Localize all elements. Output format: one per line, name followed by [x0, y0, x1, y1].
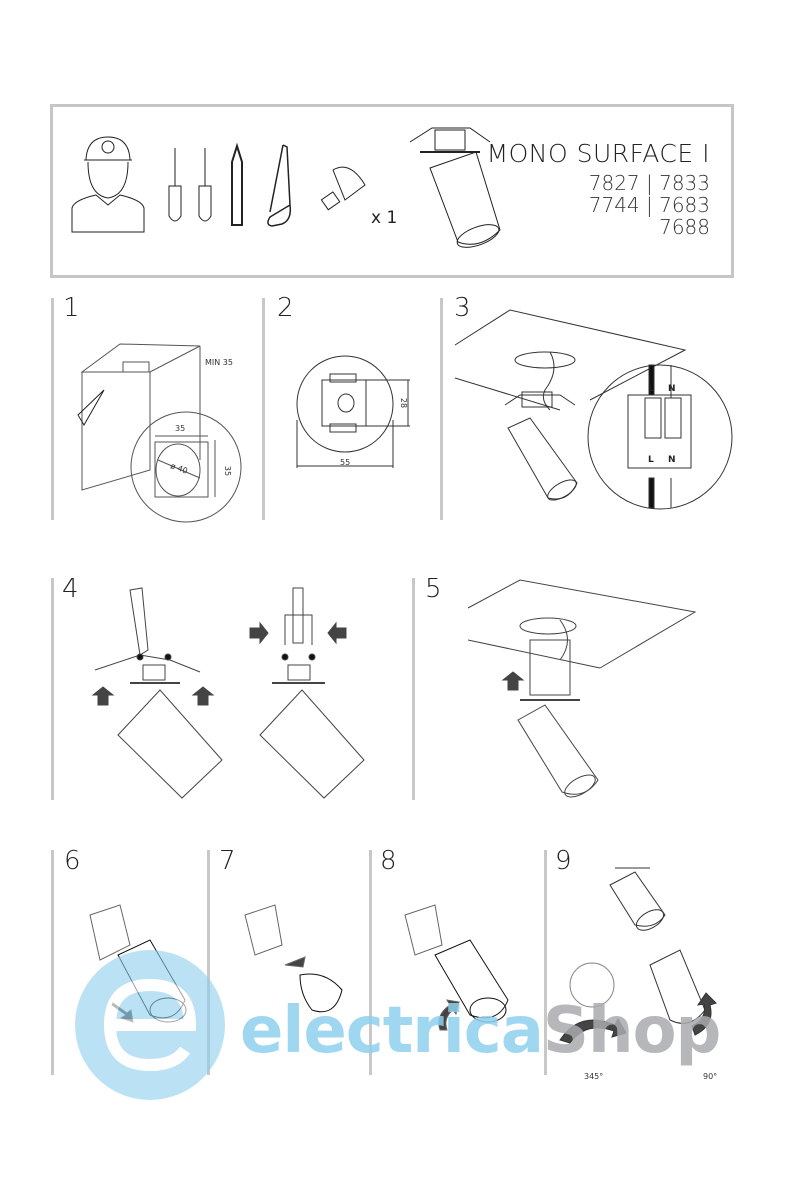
plate-width-label: 55	[340, 458, 351, 467]
screwdriver-icon	[168, 148, 212, 222]
step-number: 2	[277, 293, 294, 323]
plate-height-label: 28	[399, 397, 409, 409]
divider	[544, 850, 547, 1075]
electrician-icon	[71, 136, 145, 233]
spotlight-icon	[409, 127, 501, 248]
live-wire-label: L	[648, 384, 654, 394]
product-code-line: 7744 | 7683	[588, 193, 710, 217]
step-number: 3	[454, 293, 471, 323]
step4-drawing	[91, 587, 365, 799]
neutral-wire-label: N	[668, 384, 676, 394]
step-number: 9	[555, 846, 572, 876]
tools-header-box	[50, 104, 734, 278]
product-code-line: 7688	[659, 215, 710, 239]
bulb-icon	[320, 166, 366, 211]
product-code-line: 7827 | 7833	[588, 171, 710, 195]
divider	[369, 850, 372, 1075]
step3-drawing	[454, 309, 733, 510]
divider	[262, 298, 265, 520]
bulb-quantity: x 1	[371, 208, 398, 228]
step5-drawing	[467, 579, 697, 798]
saw-icon	[267, 144, 292, 227]
step-number: 5	[425, 574, 442, 604]
neutral-terminal-label: N	[668, 455, 676, 465]
divider	[207, 850, 210, 1075]
divider	[51, 850, 54, 1075]
step8-drawing	[404, 904, 509, 1031]
tilt-angle-label: 90°	[703, 1072, 718, 1081]
watermark: electricaShop	[240, 994, 721, 1068]
step9-drawing	[559, 867, 717, 1044]
step-number: 8	[380, 846, 397, 876]
divider	[440, 298, 443, 520]
divider	[412, 578, 415, 800]
pencil-icon	[231, 142, 243, 226]
step-number: 4	[62, 574, 79, 604]
product-title: MONO SURFACE I	[486, 139, 710, 168]
step-number: 6	[64, 846, 81, 876]
rotation-angle-label: 345°	[584, 1072, 604, 1081]
product-codes: 7827 | 7833 7744 | 7683 7688	[589, 172, 710, 238]
min-depth-label: MIN 35	[205, 358, 233, 367]
step-number: 7	[219, 846, 236, 876]
watermark-part2: Shop	[542, 994, 721, 1068]
watermark-logo-icon	[75, 950, 225, 1100]
divider	[51, 578, 54, 800]
step-number: 1	[63, 293, 80, 323]
hole-height-label: 35	[223, 465, 233, 477]
watermark-part1: electrica	[240, 994, 544, 1068]
step1-drawing	[77, 343, 242, 523]
divider	[51, 298, 54, 520]
step2-drawing	[296, 355, 410, 468]
live-terminal-label: L	[648, 455, 654, 465]
hole-width-label: 35	[175, 424, 186, 433]
step7-drawing	[244, 904, 343, 1013]
